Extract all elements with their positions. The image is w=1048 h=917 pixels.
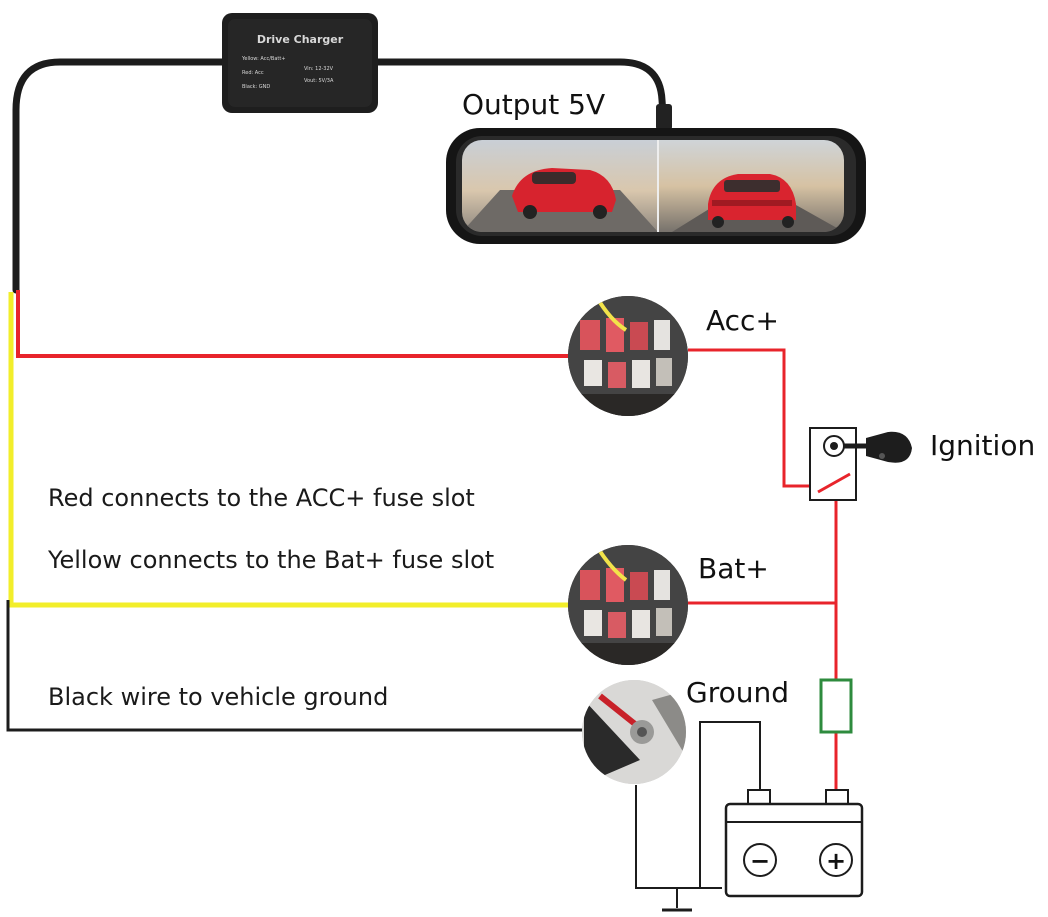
- note-black-wire: Black wire to vehicle ground: [48, 683, 388, 711]
- note-yellow-wire: Yellow connects to the Bat+ fuse slot: [47, 546, 494, 574]
- acc-circuit: [688, 348, 818, 488]
- battery-minus-icon: [743, 843, 777, 877]
- label-ground: Ground: [686, 676, 789, 709]
- bat-circuit: [688, 601, 838, 680]
- yellow-wire: [8, 292, 570, 608]
- battery-minus-label: −: [750, 847, 770, 875]
- charger-spec-2: Red: Acc: [242, 70, 264, 76]
- label-bat: Bat+: [698, 552, 769, 585]
- charger-title: Drive Charger: [257, 33, 344, 46]
- black-wire: [6, 600, 584, 732]
- label-output-5v: Output 5V: [462, 88, 605, 121]
- charger-spec-3: Black: GND: [242, 84, 270, 90]
- acc-fuse-photo: [568, 296, 688, 416]
- charger-spec-5: Vout: 5V/3A: [304, 78, 334, 84]
- red-wire: [16, 290, 570, 358]
- bat-fuse-photo: [568, 545, 688, 665]
- ground-wire-1: [635, 785, 722, 889]
- ground-point-photo: [582, 680, 686, 784]
- battery: − +: [724, 789, 864, 898]
- charger-cable-left: [12, 58, 226, 294]
- drive-charger-box: Drive Charger Yellow: Acc/Batt+ Red: Acc…: [222, 13, 378, 113]
- battery-plus-icon: [819, 843, 853, 877]
- label-acc: Acc+: [706, 304, 779, 337]
- car-key-icon: [866, 431, 912, 463]
- note-red-wire: Red connects to the ACC+ fuse slot: [48, 484, 475, 512]
- usb-plug: [656, 104, 672, 130]
- ignition-switch: [809, 427, 868, 501]
- charger-cable-right: [374, 58, 668, 132]
- ground-wire-2: [699, 721, 761, 888]
- charger-spec-1: Yellow: Acc/Batt+: [241, 56, 286, 62]
- battery-plus-label: +: [826, 847, 846, 875]
- charger-spec-4: Vin: 12-32V: [304, 66, 334, 72]
- mirror-dashcam: [446, 128, 866, 244]
- label-ignition: Ignition: [930, 429, 1035, 462]
- inline-fuse: [819, 678, 853, 734]
